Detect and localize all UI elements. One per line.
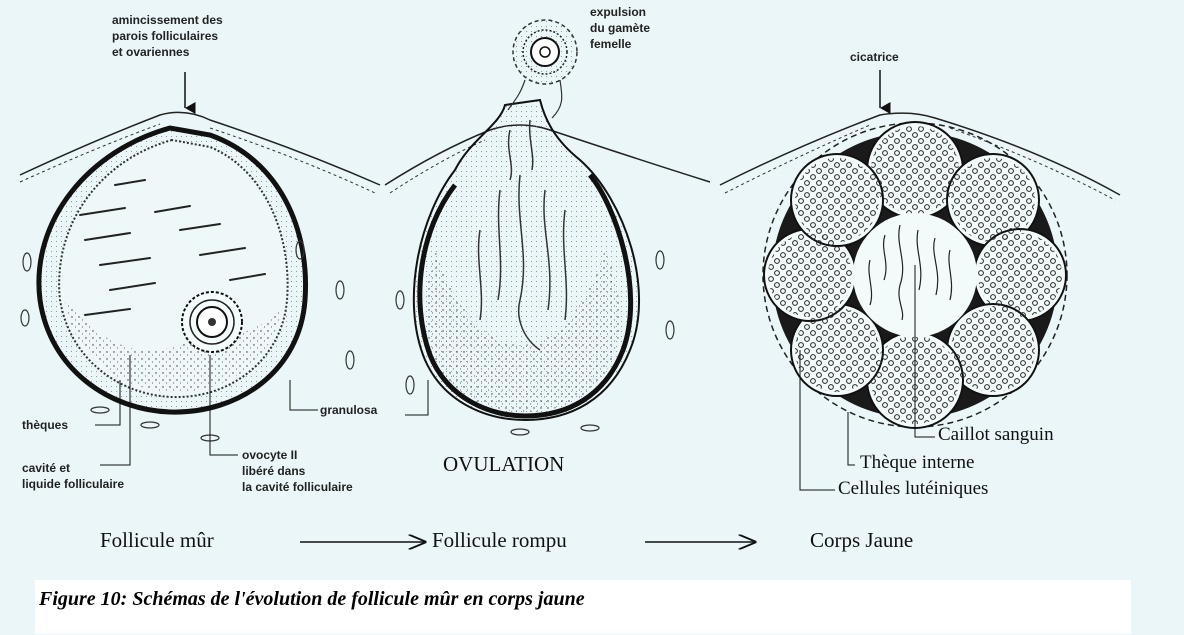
stage-mature-follicle: Follicule mûr (100, 528, 214, 553)
label-expulsion-line2: du gamète (590, 21, 650, 36)
label-luteal-cells: Cellules lutéiniques (838, 478, 988, 500)
label-expulsion-line3: femelle (590, 37, 631, 52)
label-cicatrice: cicatrice (850, 50, 899, 65)
label-granulosa: granulosa (320, 403, 377, 418)
label-oocyte-line2: libéré dans (242, 464, 305, 479)
label-oocyte-line1: ovocyte II (242, 448, 297, 463)
label-cavity-line2: liquide folliculaire (22, 477, 124, 492)
label-thinning-line3: et ovariennes (112, 45, 189, 60)
figure-caption: Figure 10: Schémas de l'évolution de fol… (39, 588, 585, 611)
label-thinning-line1: amincissement des (112, 13, 223, 28)
caption-box: Figure 10: Schémas de l'évolution de fol… (35, 580, 1131, 634)
label-theques: thèques (22, 418, 68, 433)
label-thinning-line2: parois folliculaires (112, 29, 218, 44)
label-oocyte-line3: la cavité folliculaire (242, 480, 353, 495)
ruptured-follicle-drawing (385, 20, 710, 435)
label-blood-clot: Caillot sanguin (938, 424, 1054, 446)
label-expulsion-line1: expulsion (590, 5, 646, 20)
label-ovulation: OVULATION (443, 452, 564, 477)
label-cavity-line1: cavité et (22, 461, 70, 476)
corpus-luteum-drawing (720, 70, 1120, 490)
label-theca-interna: Thèque interne (860, 452, 974, 474)
stage-ruptured-follicle: Follicule rompu (432, 528, 567, 553)
stage-corpus-luteum: Corps Jaune (810, 528, 913, 553)
